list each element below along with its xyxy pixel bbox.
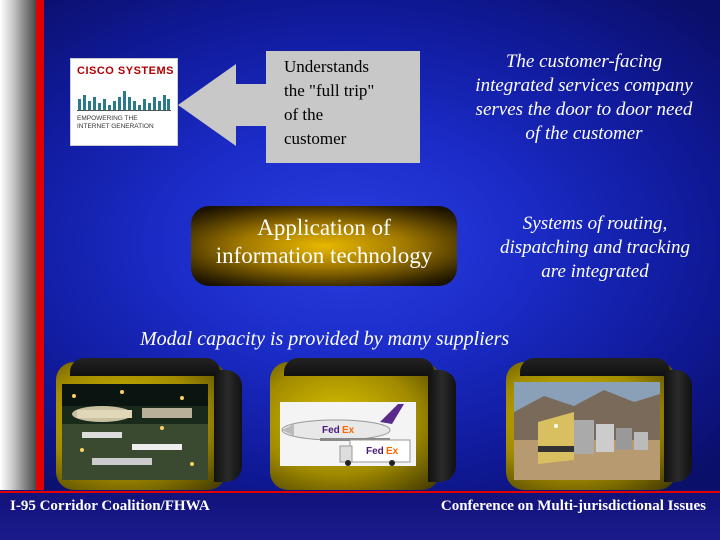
callout-line4: customer: [284, 129, 347, 148]
tr-line3: serves the door to door need: [475, 99, 693, 120]
svg-text:Fed: Fed: [366, 446, 384, 457]
footer-conference-text: Conference on Multi-jurisdictional Issue…: [440, 498, 706, 514]
photo-frame-airport: [56, 358, 242, 490]
footer-coalition-text: I-95 Corridor Coalition/FHWA: [10, 498, 210, 514]
fedex-plane-truck-icon: Fed Ex Fed Ex: [280, 402, 416, 466]
left-gradient-bar: [0, 0, 36, 490]
callout-line3: of the: [284, 105, 324, 124]
logo-tagline-line1: Empowering the: [77, 115, 138, 122]
tr-line4: of the customer: [525, 123, 643, 144]
frame-top-bevel: [70, 358, 220, 376]
logo-tagline: Empowering the Internet Generation: [77, 115, 173, 131]
footer-red-line: [0, 491, 720, 493]
frame-top-bevel: [520, 358, 670, 376]
logo-tagline-line2: Internet Generation: [77, 123, 154, 130]
mr-line3: are integrated: [541, 261, 649, 282]
airport-photo-icon: [62, 384, 208, 480]
frame-side-bevel: [428, 370, 456, 482]
photo-frame-train: [506, 358, 692, 490]
svg-text:Fed: Fed: [322, 425, 340, 436]
freight-train-icon: [514, 382, 660, 480]
tr-line1: The customer-facing: [505, 51, 663, 72]
callout-line1: Understands: [284, 57, 369, 76]
footer-band: [0, 490, 720, 540]
integrated-company-text: The customer-facing integrated services …: [448, 50, 720, 146]
routing-systems-text: Systems of routing, dispatching and trac…: [470, 212, 720, 284]
cisco-logo: Cisco Systems Empowering the Internet Ge…: [70, 58, 178, 146]
svg-text:Ex: Ex: [386, 446, 399, 457]
tr-line2: integrated services company: [475, 75, 693, 96]
callout-line2: the "full trip": [284, 81, 375, 100]
frame-side-bevel: [214, 370, 242, 482]
logo-bars-icon: [77, 91, 171, 111]
photo-frame-fedex: Fed Ex Fed Ex: [270, 358, 456, 490]
left-arrow-icon: [178, 64, 268, 146]
mr-line2: dispatching and tracking: [500, 237, 690, 258]
frame-side-bevel: [664, 370, 692, 482]
logo-brand: Cisco Systems: [77, 65, 174, 77]
full-trip-callout: Understands the "full trip" of the custo…: [266, 51, 420, 163]
svg-text:Ex: Ex: [342, 425, 355, 436]
left-red-stripe: [36, 0, 44, 490]
frame-top-bevel: [284, 358, 434, 376]
center-line1: Application of: [257, 215, 391, 240]
center-line2: information technology: [215, 243, 433, 268]
information-technology-box: Application of information technology: [191, 206, 457, 286]
mr-line1: Systems of routing,: [522, 213, 668, 234]
modal-capacity-text: Modal capacity is provided by many suppl…: [140, 328, 510, 350]
